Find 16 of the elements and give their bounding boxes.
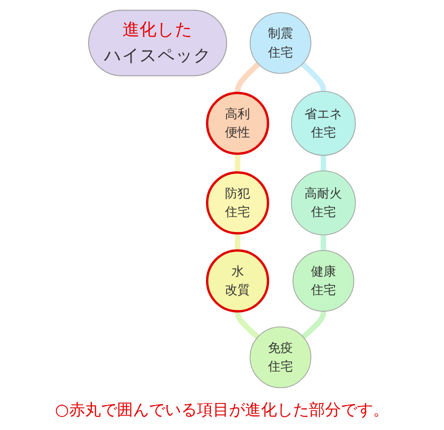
connector [320, 154, 326, 172]
connector [234, 62, 260, 94]
caption: ○赤丸で囲んでいる項目が進化した部分です。 [55, 400, 389, 421]
node-circle: 高耐火住宅 [291, 170, 356, 236]
connector [234, 152, 240, 174]
node-circle: 制震住宅 [250, 12, 312, 74]
connector [320, 233, 326, 252]
connector [300, 62, 326, 93]
connector [234, 232, 240, 252]
node-circle: 健康住宅 [292, 250, 354, 312]
node-circle: 水改質 [206, 249, 270, 312]
node-circle: 高利便性 [206, 92, 270, 155]
node-circle: 免疫住宅 [250, 326, 312, 388]
node-circle: 省エネ住宅 [291, 90, 356, 156]
connector [301, 310, 326, 340]
node-circle: 防犯住宅 [206, 171, 270, 234]
